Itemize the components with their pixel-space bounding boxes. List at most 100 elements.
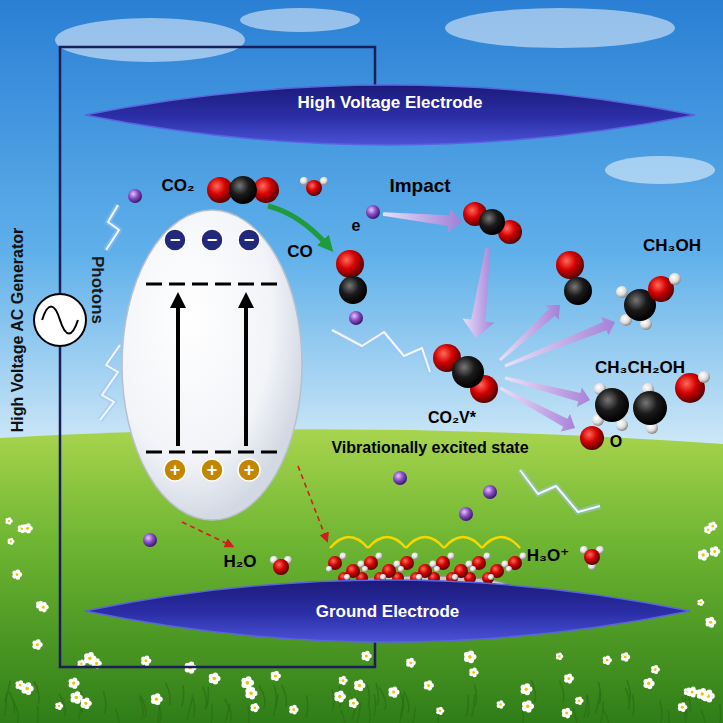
grass-blade (404, 691, 409, 713)
flower (698, 549, 709, 560)
flower-center (352, 702, 355, 705)
state-label: Vibrationally excited state (331, 439, 528, 457)
electrode-body (85, 580, 690, 642)
cloud (445, 8, 675, 48)
flower-center (342, 679, 345, 682)
proton-hop (444, 537, 482, 548)
electron (483, 485, 497, 499)
hydrogen-atom (376, 553, 383, 560)
oxygen-atom (336, 250, 364, 278)
flower-center (338, 695, 341, 698)
ion-label: H₃O⁺ (527, 546, 569, 566)
flower (710, 546, 720, 557)
flower-center (468, 655, 472, 659)
charge-carrier (201, 459, 223, 481)
grass-blade (306, 695, 308, 717)
flower (678, 702, 688, 712)
grass-blade (660, 701, 662, 723)
grass-blade (140, 695, 146, 717)
charge-carrier (238, 229, 260, 251)
molecule-label: CO (287, 242, 313, 262)
flower-center (409, 661, 412, 664)
proton-hop (406, 537, 444, 548)
proton-hop (330, 537, 368, 548)
generator-label: High Voltage AC Generator (9, 228, 27, 432)
grass-blade (34, 682, 39, 704)
grass-blade (667, 710, 669, 723)
charge-carrier (164, 229, 186, 251)
electrode-label: Ground Electrode (316, 602, 460, 622)
flower (687, 687, 698, 698)
flower-center (274, 674, 277, 677)
lightning-glow (106, 205, 119, 250)
carbon-atom (339, 276, 367, 304)
grass-blade (5, 681, 11, 703)
flower-center (654, 668, 657, 671)
flower-center (42, 606, 45, 609)
flower (209, 672, 221, 684)
electrode-label: High Voltage Electrode (298, 93, 483, 113)
flower-center (26, 527, 29, 530)
hydrogen-atom (320, 177, 328, 185)
sine-wave (42, 307, 78, 334)
grass-blade (374, 694, 376, 716)
charge-sign: + (207, 460, 218, 481)
flower (643, 678, 654, 689)
process-label: Impact (389, 175, 450, 197)
flower-center (700, 601, 702, 603)
grass-blade (166, 683, 171, 705)
grass-blade (186, 698, 192, 720)
flower (562, 708, 572, 719)
grass-blade (531, 680, 535, 702)
oxygen-atom (580, 426, 604, 450)
hydrogen-atom (520, 553, 527, 560)
excitation-arrow (176, 300, 180, 446)
grass-blade (471, 695, 474, 717)
flower (84, 652, 96, 665)
hydrogen-atom (669, 273, 681, 285)
flower-center (213, 677, 216, 680)
flower-center (647, 682, 650, 685)
flower-center (358, 684, 361, 687)
flower (271, 671, 281, 682)
flower-center (624, 656, 627, 659)
flower-center (36, 643, 39, 646)
flower-center (80, 663, 82, 665)
charge-carrier (238, 459, 260, 481)
grass-blade (573, 708, 577, 723)
flower (556, 653, 564, 661)
flower-center (253, 706, 256, 709)
flower-center (88, 657, 92, 661)
flower (603, 655, 612, 665)
grass-blade (719, 704, 721, 723)
photocatalyst-particle (122, 210, 302, 520)
lightning-glow (520, 470, 600, 512)
flower (334, 691, 346, 703)
grass-blade (157, 703, 159, 723)
flower (12, 569, 22, 579)
flower (339, 676, 348, 685)
flower-center (365, 655, 368, 658)
grass-blade (341, 710, 345, 723)
grass-blade (182, 685, 184, 707)
oxygen-atom (556, 251, 584, 279)
flower (151, 693, 163, 705)
grass-blade (368, 706, 370, 723)
electron (143, 533, 157, 547)
hydrogen-atom (398, 566, 404, 572)
charge-sign: − (170, 230, 181, 251)
grass-blade (701, 710, 705, 723)
carbon-atom (633, 391, 667, 425)
flower-center (72, 682, 75, 685)
hydrogen-atom (326, 566, 332, 572)
grass-blade (376, 683, 379, 705)
grass-blade (206, 687, 208, 709)
flower (522, 700, 534, 712)
flower-center (84, 702, 87, 705)
grass-blade (398, 708, 403, 723)
generator-ring (34, 294, 86, 346)
flower-center (691, 690, 694, 693)
flower-center (701, 692, 704, 695)
hydrogen-atom (616, 286, 628, 298)
